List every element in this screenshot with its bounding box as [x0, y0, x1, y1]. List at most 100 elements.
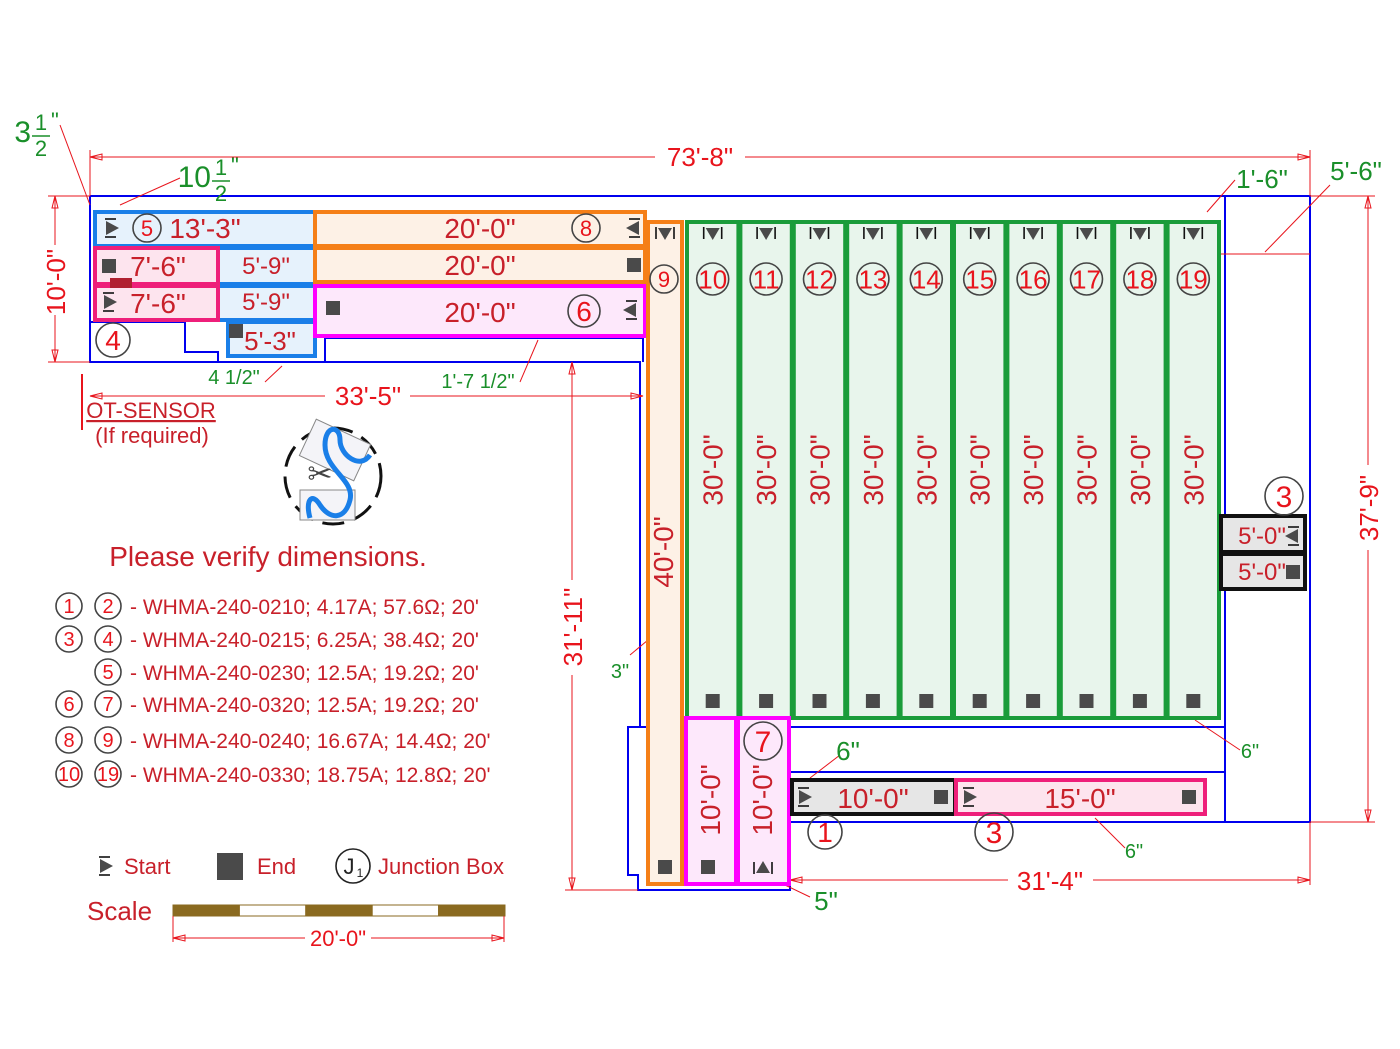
right-height-label: 37'-9" [1354, 475, 1384, 541]
mat-number-label: 8 [63, 730, 74, 752]
dimension-arrow [568, 877, 576, 891]
mat-6-number[interactable]: 6 [567, 294, 601, 328]
offset-6-label: 6" [1241, 741, 1259, 763]
mat-12[interactable] [791, 220, 848, 720]
mat-number-label: 5 [102, 662, 113, 684]
mat-1-number[interactable]: 1 [807, 814, 843, 850]
mat-3-length: 15'-0" [1044, 783, 1115, 814]
mat-number-label: 13 [858, 264, 887, 294]
offset-10-1-2-label-den: 2 [215, 181, 227, 206]
number-circle-outline [95, 322, 131, 358]
bottom-width-label: 31'-4" [1017, 866, 1083, 896]
mat-7-length: 10'-0" [747, 764, 778, 835]
mat-7-number[interactable]: 7 [743, 721, 783, 761]
mat-4-number[interactable]: 4 [95, 322, 131, 358]
mat-7-segment[interactable] [736, 716, 791, 886]
mat-9-number[interactable]: 9 [649, 264, 679, 294]
start-marker-icon [969, 227, 990, 240]
number-circle-outline [802, 262, 837, 296]
mat-16[interactable] [1005, 220, 1061, 720]
mat-6-length: 20'-0" [444, 297, 515, 328]
mat-8-segment[interactable] [313, 246, 647, 284]
number-circle-outline [55, 625, 83, 653]
mat-9[interactable] [646, 220, 684, 886]
mat-6[interactable] [313, 284, 647, 338]
mat-5-length: 13'-3" [169, 213, 240, 244]
cut-mat-detail[interactable]: ✂ [283, 418, 383, 526]
mat-3[interactable] [954, 778, 1207, 816]
end-square-icon [658, 860, 672, 874]
number-circle-outline [649, 264, 679, 294]
mat-19-length: 30'-0" [1178, 434, 1209, 505]
mat-10-number[interactable]: 10 [695, 262, 730, 296]
mat-11-number[interactable]: 11 [749, 262, 783, 296]
mat-number-label: 12 [805, 264, 834, 294]
mat-18-number[interactable]: 18 [1123, 262, 1157, 296]
start-triangle [964, 790, 977, 804]
mat-5-length: 5'-3" [244, 326, 296, 356]
mat-10[interactable] [685, 220, 741, 720]
label-bg [655, 143, 745, 171]
mat-7-segment[interactable] [684, 716, 738, 886]
mat-number-label: 3 [1276, 481, 1293, 514]
mat-15-number[interactable]: 15 [962, 262, 997, 296]
mat-8-number[interactable]: 8 [571, 213, 601, 243]
start-triangle [106, 221, 119, 235]
wall-line [325, 337, 644, 362]
model-mat-number: 2 [94, 592, 122, 620]
mat-number-label: 15 [965, 264, 994, 294]
end-square-icon [934, 790, 948, 804]
offset-1-7-1-2-label: 1'-7 1/2" [441, 371, 514, 393]
mat-number-label: 10 [58, 764, 80, 786]
mat-16-number[interactable]: 16 [1016, 262, 1050, 296]
left-height-label: 10'-0" [41, 249, 71, 315]
start-triangle [623, 303, 636, 317]
mat-16-length: 30'-0" [1018, 434, 1049, 505]
mat-13-number[interactable]: 13 [856, 262, 890, 296]
start-marker-icon [1183, 227, 1204, 240]
end-square-icon [701, 860, 715, 874]
start-marker-icon [1023, 227, 1043, 240]
mat-15[interactable] [952, 220, 1008, 720]
start-marker-icon [798, 787, 812, 807]
mat-5-number[interactable]: 5 [132, 213, 162, 243]
mat-13[interactable] [845, 220, 901, 720]
thermostat-sensor-icon [110, 278, 132, 288]
mat-19-number[interactable]: 19 [1176, 262, 1211, 296]
mat-14-number[interactable]: 14 [909, 262, 944, 296]
mat-number-label: 5 [141, 216, 153, 241]
model-mat-number: 1 [55, 592, 83, 620]
mat-5-segment[interactable] [216, 246, 317, 286]
mat-4-length: 7'-6" [130, 251, 186, 282]
start-marker-icon [655, 227, 675, 240]
mat-3-number[interactable]: 3 [1264, 476, 1304, 516]
dimension-arrow [789, 876, 803, 884]
mat-number-label: 8 [580, 216, 592, 241]
mat-19[interactable] [1165, 220, 1221, 720]
mat-3-length: 5'-0" [1238, 559, 1286, 586]
mat-number-label: 7 [102, 694, 113, 716]
dimension-arrow [51, 195, 59, 209]
offset-5-6-label: 5'-6" [1330, 156, 1382, 186]
mat-12-number[interactable]: 12 [802, 262, 837, 296]
number-circle-outline [55, 592, 83, 620]
number-circle-outline [1264, 476, 1304, 516]
mat-3-number[interactable]: 3 [974, 812, 1014, 852]
dimension-line [119, 177, 181, 206]
label-bg [305, 926, 371, 950]
heating-cable-icon [305, 426, 373, 519]
start-triangle [1186, 228, 1201, 240]
mat-17-number[interactable]: 17 [1069, 262, 1104, 296]
end-square-icon [1079, 694, 1094, 708]
mat-8-segment[interactable] [313, 210, 647, 248]
mat-number-label: 4 [105, 325, 121, 356]
mat-18-length: 30'-0" [1125, 434, 1156, 505]
model-spec: - WHMA-240-0215; 6.25A; 38.4Ω; 20' [130, 629, 479, 652]
mat-14[interactable] [898, 220, 954, 720]
number-circle-outline [749, 262, 783, 296]
mat-4-segment[interactable] [93, 284, 220, 322]
model-mat-number: 9 [94, 726, 122, 754]
label-bg [558, 580, 586, 675]
offset-5-label: 5" [814, 886, 838, 916]
